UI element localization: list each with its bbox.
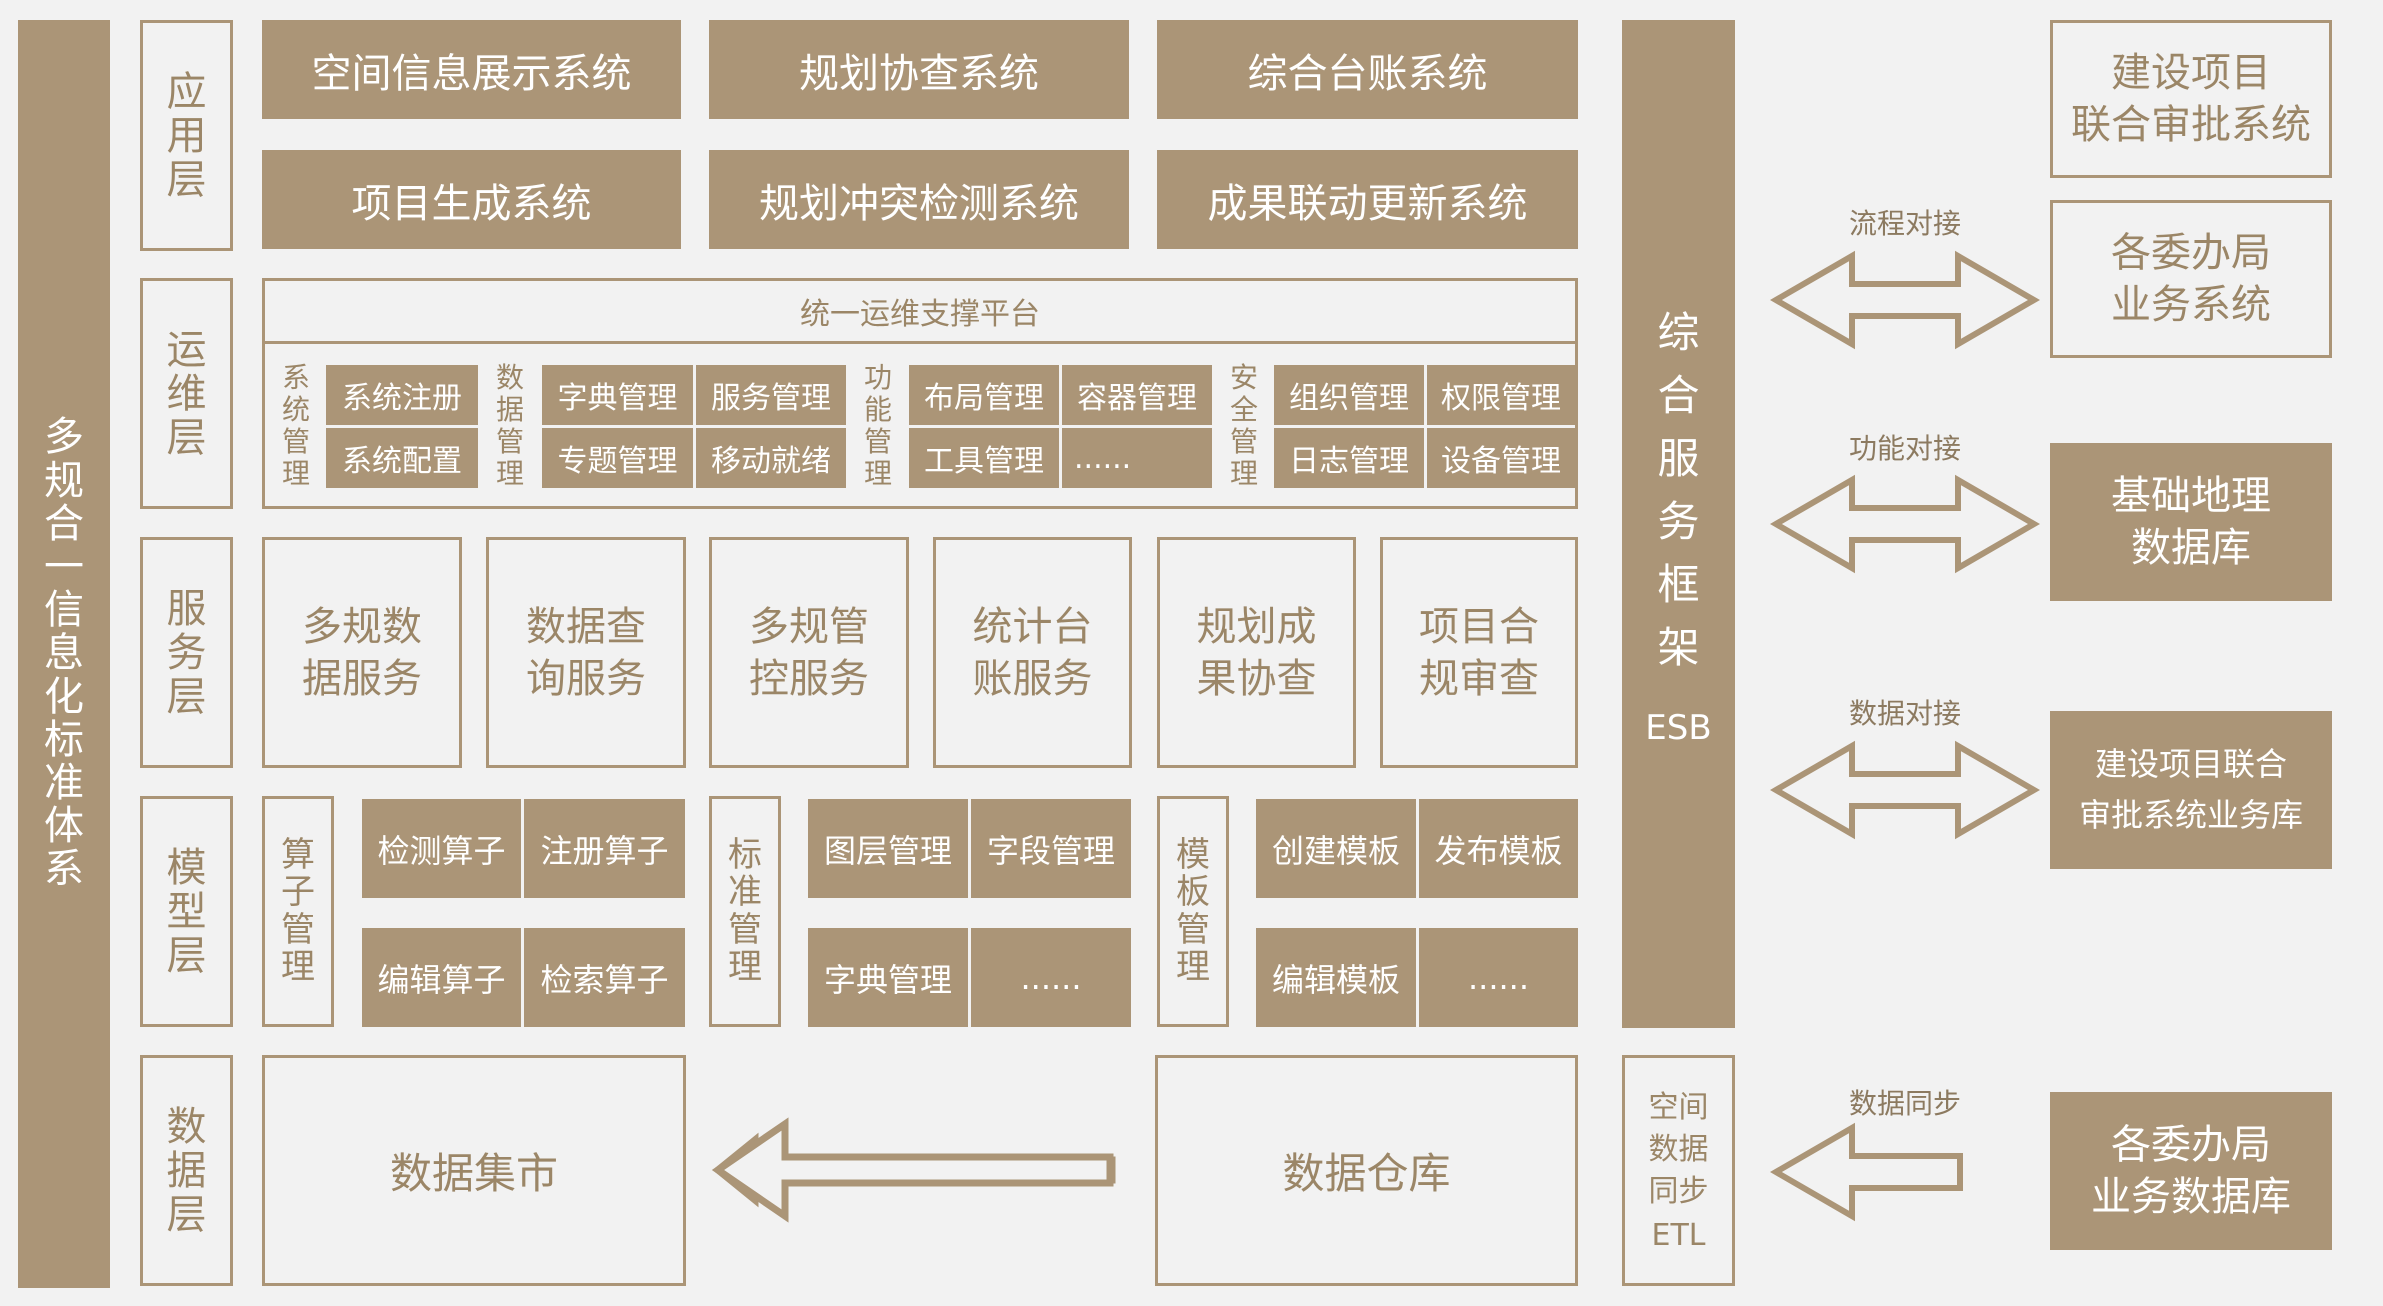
model-group-label-operator: 算子管理 bbox=[262, 796, 334, 1027]
data-warehouse: 数据仓库 bbox=[1155, 1055, 1578, 1286]
system-title-bar: 多规合一信息化标准体系 bbox=[18, 20, 110, 1288]
app-system-spatial-display: 空间信息展示系统 bbox=[262, 20, 681, 119]
model-item-more-template: ...... bbox=[1419, 928, 1578, 1027]
sync-arrow-icon bbox=[1770, 1122, 1963, 1222]
right-joint-approval-business-db: 建设项目联合 审批系统业务库 bbox=[2050, 711, 2332, 869]
app-system-planning-check: 规划协查系统 bbox=[709, 20, 1129, 119]
ops-item-layout: 布局管理 bbox=[909, 365, 1059, 425]
model-item-layer: 图层管理 bbox=[808, 799, 968, 898]
app-system-conflict-detection: 规划冲突检测系统 bbox=[709, 150, 1129, 249]
esb-sub-label: ESB bbox=[1645, 708, 1712, 748]
layer-label-model: 模型层 bbox=[140, 796, 233, 1027]
layer-label-ops: 运维层 bbox=[140, 278, 233, 509]
ops-item-organization: 组织管理 bbox=[1274, 365, 1424, 425]
layer-label-data: 数据层 bbox=[140, 1055, 233, 1286]
model-group-label-template: 模板管理 bbox=[1157, 796, 1229, 1027]
ops-item-container: 容器管理 bbox=[1062, 365, 1212, 425]
esb-label: 综合服务框架 bbox=[1657, 308, 1700, 672]
connector-label-function: 功能对接 bbox=[1848, 432, 1961, 465]
right-joint-approval-system: 建设项目 联合审批系统 bbox=[2050, 20, 2332, 178]
ops-item-mobile: 移动就绪 bbox=[696, 428, 846, 488]
layer-label-service: 服务层 bbox=[140, 537, 233, 768]
data-mart: 数据集市 bbox=[262, 1055, 686, 1286]
app-system-ledger: 综合台账系统 bbox=[1157, 20, 1578, 119]
model-item-field: 字段管理 bbox=[971, 799, 1131, 898]
right-department-business-system: 各委办局 业务系统 bbox=[2050, 200, 2332, 358]
process-double-arrow-icon bbox=[1770, 250, 2040, 350]
connector-label-sync: 数据同步 bbox=[1848, 1087, 1961, 1120]
connector-label-data: 数据对接 bbox=[1848, 697, 1961, 730]
connector-label-process: 流程对接 bbox=[1848, 207, 1961, 240]
function-double-arrow-icon bbox=[1770, 474, 2040, 574]
ops-item-device: 设备管理 bbox=[1427, 428, 1575, 488]
ops-group-label-system: 系统管理 bbox=[281, 360, 310, 491]
model-item-edit-template: 编辑模板 bbox=[1256, 928, 1416, 1027]
model-item-dictionary: 字典管理 bbox=[808, 928, 968, 1027]
app-system-project-generation: 项目生成系统 bbox=[262, 150, 681, 249]
model-item-publish-template: 发布模板 bbox=[1419, 799, 1578, 898]
model-item-create-template: 创建模板 bbox=[1256, 799, 1416, 898]
model-item-detect-operator: 检测算子 bbox=[362, 799, 521, 898]
model-group-label-standard: 标准管理 bbox=[709, 796, 781, 1027]
ops-platform-divider bbox=[265, 341, 1575, 344]
model-item-edit-operator: 编辑算子 bbox=[362, 928, 521, 1027]
ops-item-log: 日志管理 bbox=[1274, 428, 1424, 488]
ops-item-permission: 权限管理 bbox=[1427, 365, 1575, 425]
ops-item-tools: 工具管理 bbox=[909, 428, 1059, 488]
ops-item-system-config: 系统配置 bbox=[326, 428, 478, 488]
ops-group-label-security: 安全管理 bbox=[1229, 360, 1258, 491]
model-item-register-operator: 注册算子 bbox=[524, 799, 685, 898]
service-multi-plan-control: 多规管 控服务 bbox=[709, 537, 909, 768]
model-item-more-standard: ...... bbox=[971, 928, 1131, 1027]
esb-bar bbox=[1622, 20, 1735, 1028]
etl-label: 空间数据同步 bbox=[1648, 1090, 1709, 1209]
model-item-search-operator: 检索算子 bbox=[524, 928, 685, 1027]
layer-label-application: 应用层 bbox=[140, 20, 233, 251]
service-project-compliance: 项目合 规审查 bbox=[1380, 537, 1578, 768]
ops-item-more-function: ...... bbox=[1062, 428, 1212, 488]
ops-item-topic: 专题管理 bbox=[542, 428, 693, 488]
warehouse-to-mart-arrow-icon bbox=[711, 1117, 1116, 1223]
data-double-arrow-icon bbox=[1770, 740, 2040, 840]
ops-item-service: 服务管理 bbox=[696, 365, 846, 425]
ops-group-label-function: 功能管理 bbox=[863, 360, 892, 491]
service-data-query: 数据查 询服务 bbox=[486, 537, 686, 768]
service-statistics-ledger: 统计台 账服务 bbox=[933, 537, 1132, 768]
service-multi-plan-data: 多规数 据服务 bbox=[262, 537, 462, 768]
app-system-result-update: 成果联动更新系统 bbox=[1157, 150, 1578, 249]
etl-sub-label: ETL bbox=[1651, 1217, 1706, 1253]
ops-group-label-data: 数据管理 bbox=[495, 360, 524, 491]
right-department-business-db: 各委办局 业务数据库 bbox=[2050, 1092, 2332, 1250]
ops-item-system-register: 系统注册 bbox=[326, 365, 478, 425]
right-basic-geo-database: 基础地理 数据库 bbox=[2050, 443, 2332, 601]
etl-box bbox=[1622, 1055, 1735, 1286]
ops-platform-title: 统一运维支撑平台 bbox=[800, 297, 1040, 332]
ops-item-dictionary: 字典管理 bbox=[542, 365, 693, 425]
service-plan-result-check: 规划成 果协查 bbox=[1157, 537, 1356, 768]
